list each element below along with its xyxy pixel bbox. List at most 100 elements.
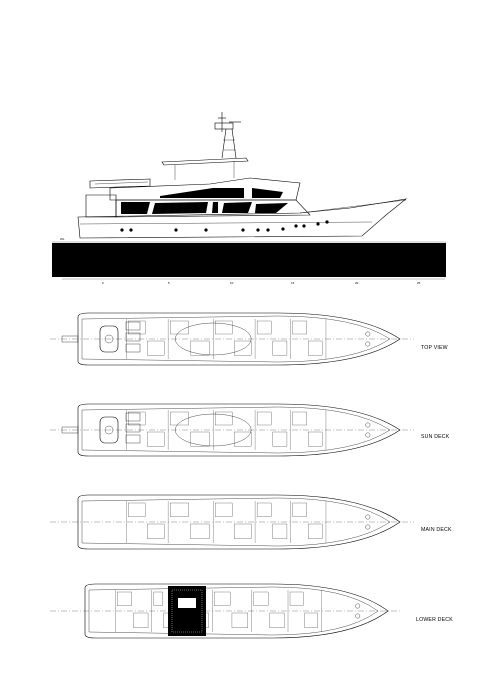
furniture-block [256, 320, 272, 335]
deck-plan-main-deck [50, 494, 414, 550]
hardtop-outline [175, 322, 252, 356]
tender [99, 325, 119, 353]
wheelhouse-window [252, 188, 283, 198]
sun-lounger [125, 412, 141, 422]
furniture-block [272, 523, 288, 539]
windlass-icon [355, 603, 361, 609]
furniture-block [215, 502, 233, 517]
station-tick: 0 [102, 281, 104, 285]
furniture-block [269, 612, 285, 628]
main-deckhouse [115, 199, 311, 218]
door-window [212, 202, 218, 213]
deck-label-lower-deck: LOWER DECK [416, 617, 453, 623]
furniture-block [215, 411, 233, 426]
furniture-block [147, 523, 165, 539]
sun-lounger [125, 321, 141, 331]
furniture-block [128, 502, 146, 517]
furniture-block [117, 591, 132, 606]
station-tick: 20 [355, 281, 359, 285]
aft-cockpit-house [85, 194, 117, 218]
furniture-block [214, 591, 231, 606]
sun-lounger [125, 423, 141, 433]
swim-platform [61, 426, 79, 434]
furniture-block [190, 340, 210, 356]
hardtop [161, 157, 249, 166]
furniture-block [215, 320, 233, 335]
furniture-block [292, 320, 307, 335]
engine-block [178, 598, 196, 608]
tender-console [104, 425, 114, 435]
deck-plans [50, 312, 414, 639]
furniture-block [304, 612, 318, 628]
furniture-block [190, 523, 210, 539]
saloon-window [152, 202, 208, 214]
windlass-icon [365, 524, 371, 530]
furniture-block [292, 502, 307, 517]
furniture-block [253, 591, 269, 606]
saloon-window-aft [121, 202, 150, 214]
furniture-block [256, 502, 272, 517]
dining-window [222, 202, 252, 213]
station-tick: 10 [230, 281, 234, 285]
windlass-icon [365, 432, 371, 438]
furniture-block [170, 502, 189, 517]
furniture-block [308, 340, 323, 356]
bulwark-line [81, 497, 391, 547]
underwater-band [52, 243, 446, 277]
furniture-block [128, 320, 146, 335]
upper-window-band [160, 188, 244, 198]
upper-deckhouse [109, 177, 301, 201]
portholes [120, 220, 329, 232]
windlass-icon [365, 341, 371, 347]
windlass-icon [355, 613, 361, 619]
swim-platform [61, 335, 79, 343]
furniture-block [292, 411, 307, 426]
furniture-block [308, 431, 323, 447]
station-tick: 15 [291, 281, 295, 285]
furniture-block [128, 411, 146, 426]
furniture-block [231, 612, 249, 628]
bulwark-line [81, 315, 391, 363]
windlass-icon [365, 514, 371, 520]
hardtop-outline [175, 413, 252, 447]
sun-lounger [125, 343, 141, 353]
deck-label-main-deck: MAIN DECK [421, 527, 452, 533]
deck-label-top-view: TOP VIEW [421, 345, 448, 351]
tender [99, 416, 119, 444]
furniture-block [234, 431, 252, 447]
furniture-block [308, 523, 323, 539]
side-profile: WL 0 5 10 15 20 25 [52, 112, 446, 285]
furniture-block [133, 612, 149, 628]
furniture-block [289, 591, 304, 606]
flybridge-rail [89, 178, 151, 189]
furniture-block [153, 591, 163, 606]
deck-label-sun-deck: SUN DECK [421, 434, 450, 440]
furniture-block [234, 523, 252, 539]
hull [77, 198, 408, 239]
station-tick: 5 [168, 281, 170, 285]
station-tick: 25 [417, 281, 421, 285]
furniture-block [234, 340, 252, 356]
station-scale: 0 5 10 15 20 25 [62, 278, 445, 285]
sun-lounger [125, 332, 141, 342]
galley-window [255, 203, 288, 213]
tender-console [104, 334, 114, 344]
radar-mast [214, 112, 241, 159]
hull-outline [84, 583, 389, 639]
furniture-block [147, 431, 165, 447]
deck-plan-top-view [50, 312, 414, 366]
waterline-marker: WL [60, 237, 65, 241]
furniture-block [170, 320, 189, 335]
furniture-block [272, 431, 288, 447]
sun-lounger [125, 434, 141, 444]
deck-plan-lower-deck [50, 583, 402, 639]
furniture-block [256, 411, 272, 426]
furniture-block [170, 411, 189, 426]
bulwark-line [81, 406, 391, 454]
deck-plan-sun-deck [50, 403, 414, 457]
engine-grid [171, 589, 203, 633]
windlass-icon [365, 422, 371, 428]
furniture-block [190, 431, 210, 447]
furniture-block [147, 340, 165, 356]
